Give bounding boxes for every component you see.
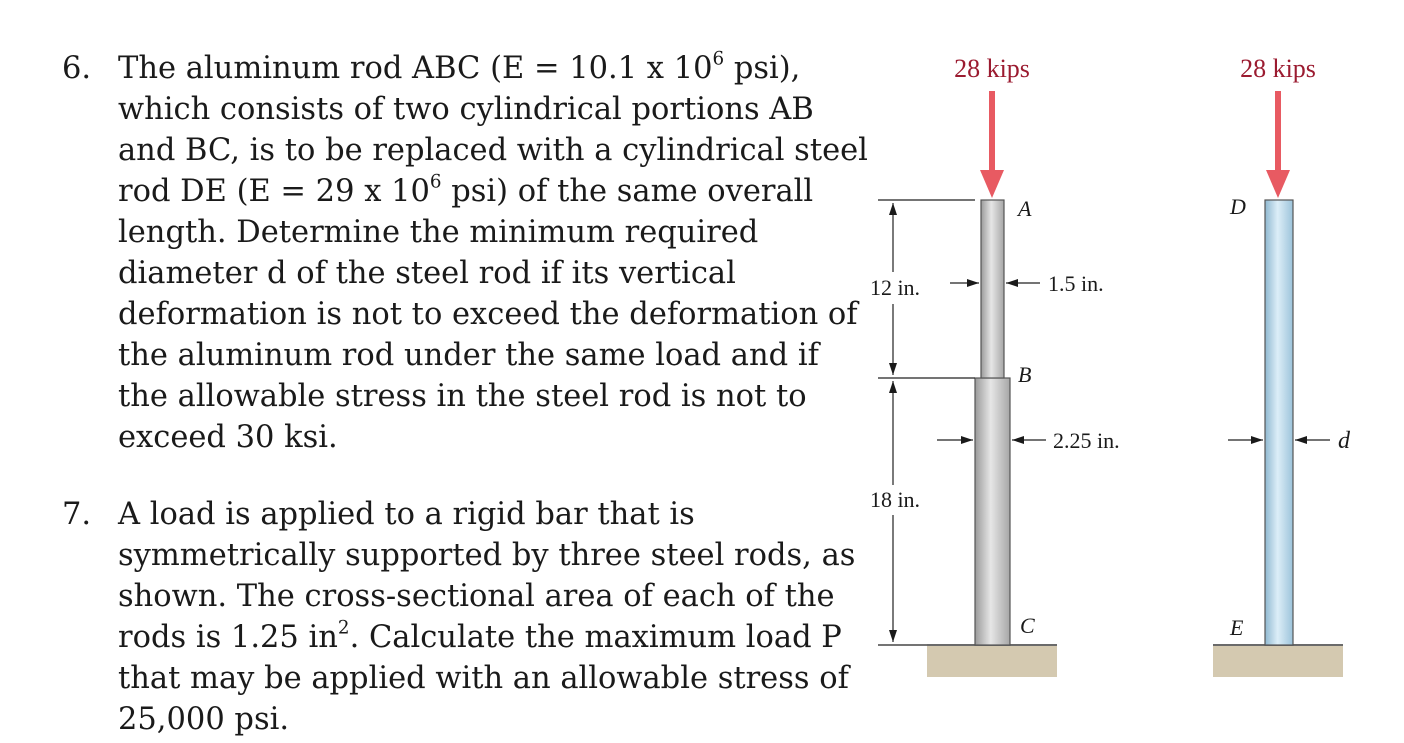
point-A-label: A xyxy=(1016,196,1032,221)
diameter-DE-label: d xyxy=(1338,428,1351,454)
length-BC-label: 18 in. xyxy=(870,487,920,512)
ground-right xyxy=(1213,645,1343,677)
load-right-label: 28 kips xyxy=(1240,54,1316,83)
load-left-arrow-shaft xyxy=(989,91,995,173)
rod-AB xyxy=(980,199,1005,379)
problem-number: 6. xyxy=(62,51,92,86)
point-D-label: D xyxy=(1229,194,1246,219)
problem-text: A load is applied to a rigid bar that is… xyxy=(118,497,856,737)
length-AB-label: 12 in. xyxy=(870,275,920,300)
problem-7: 7. A load is applied to a rigid bar that… xyxy=(62,494,856,740)
load-left-label: 28 kips xyxy=(954,54,1030,83)
point-B-label: B xyxy=(1018,362,1031,387)
problem-6: 6. The aluminum rod ABC (E = 10.1 x 106 … xyxy=(62,48,868,458)
diameter-AB-label: 1.5 in. xyxy=(1048,271,1104,296)
point-E-label: E xyxy=(1229,615,1244,640)
ground-left xyxy=(927,645,1057,677)
problem-number: 7. xyxy=(62,497,92,532)
load-left-arrow-head xyxy=(980,170,1004,198)
diameter-BC-label: 2.25 in. xyxy=(1053,428,1120,453)
point-C-label: C xyxy=(1020,613,1035,638)
load-right-arrow-shaft xyxy=(1275,91,1281,173)
rod-DE xyxy=(1264,199,1294,646)
problem-text: The aluminum rod ABC (E = 10.1 x 106 psi… xyxy=(118,48,868,455)
load-right-arrow-head xyxy=(1266,170,1290,198)
rod-BC xyxy=(974,377,1011,646)
